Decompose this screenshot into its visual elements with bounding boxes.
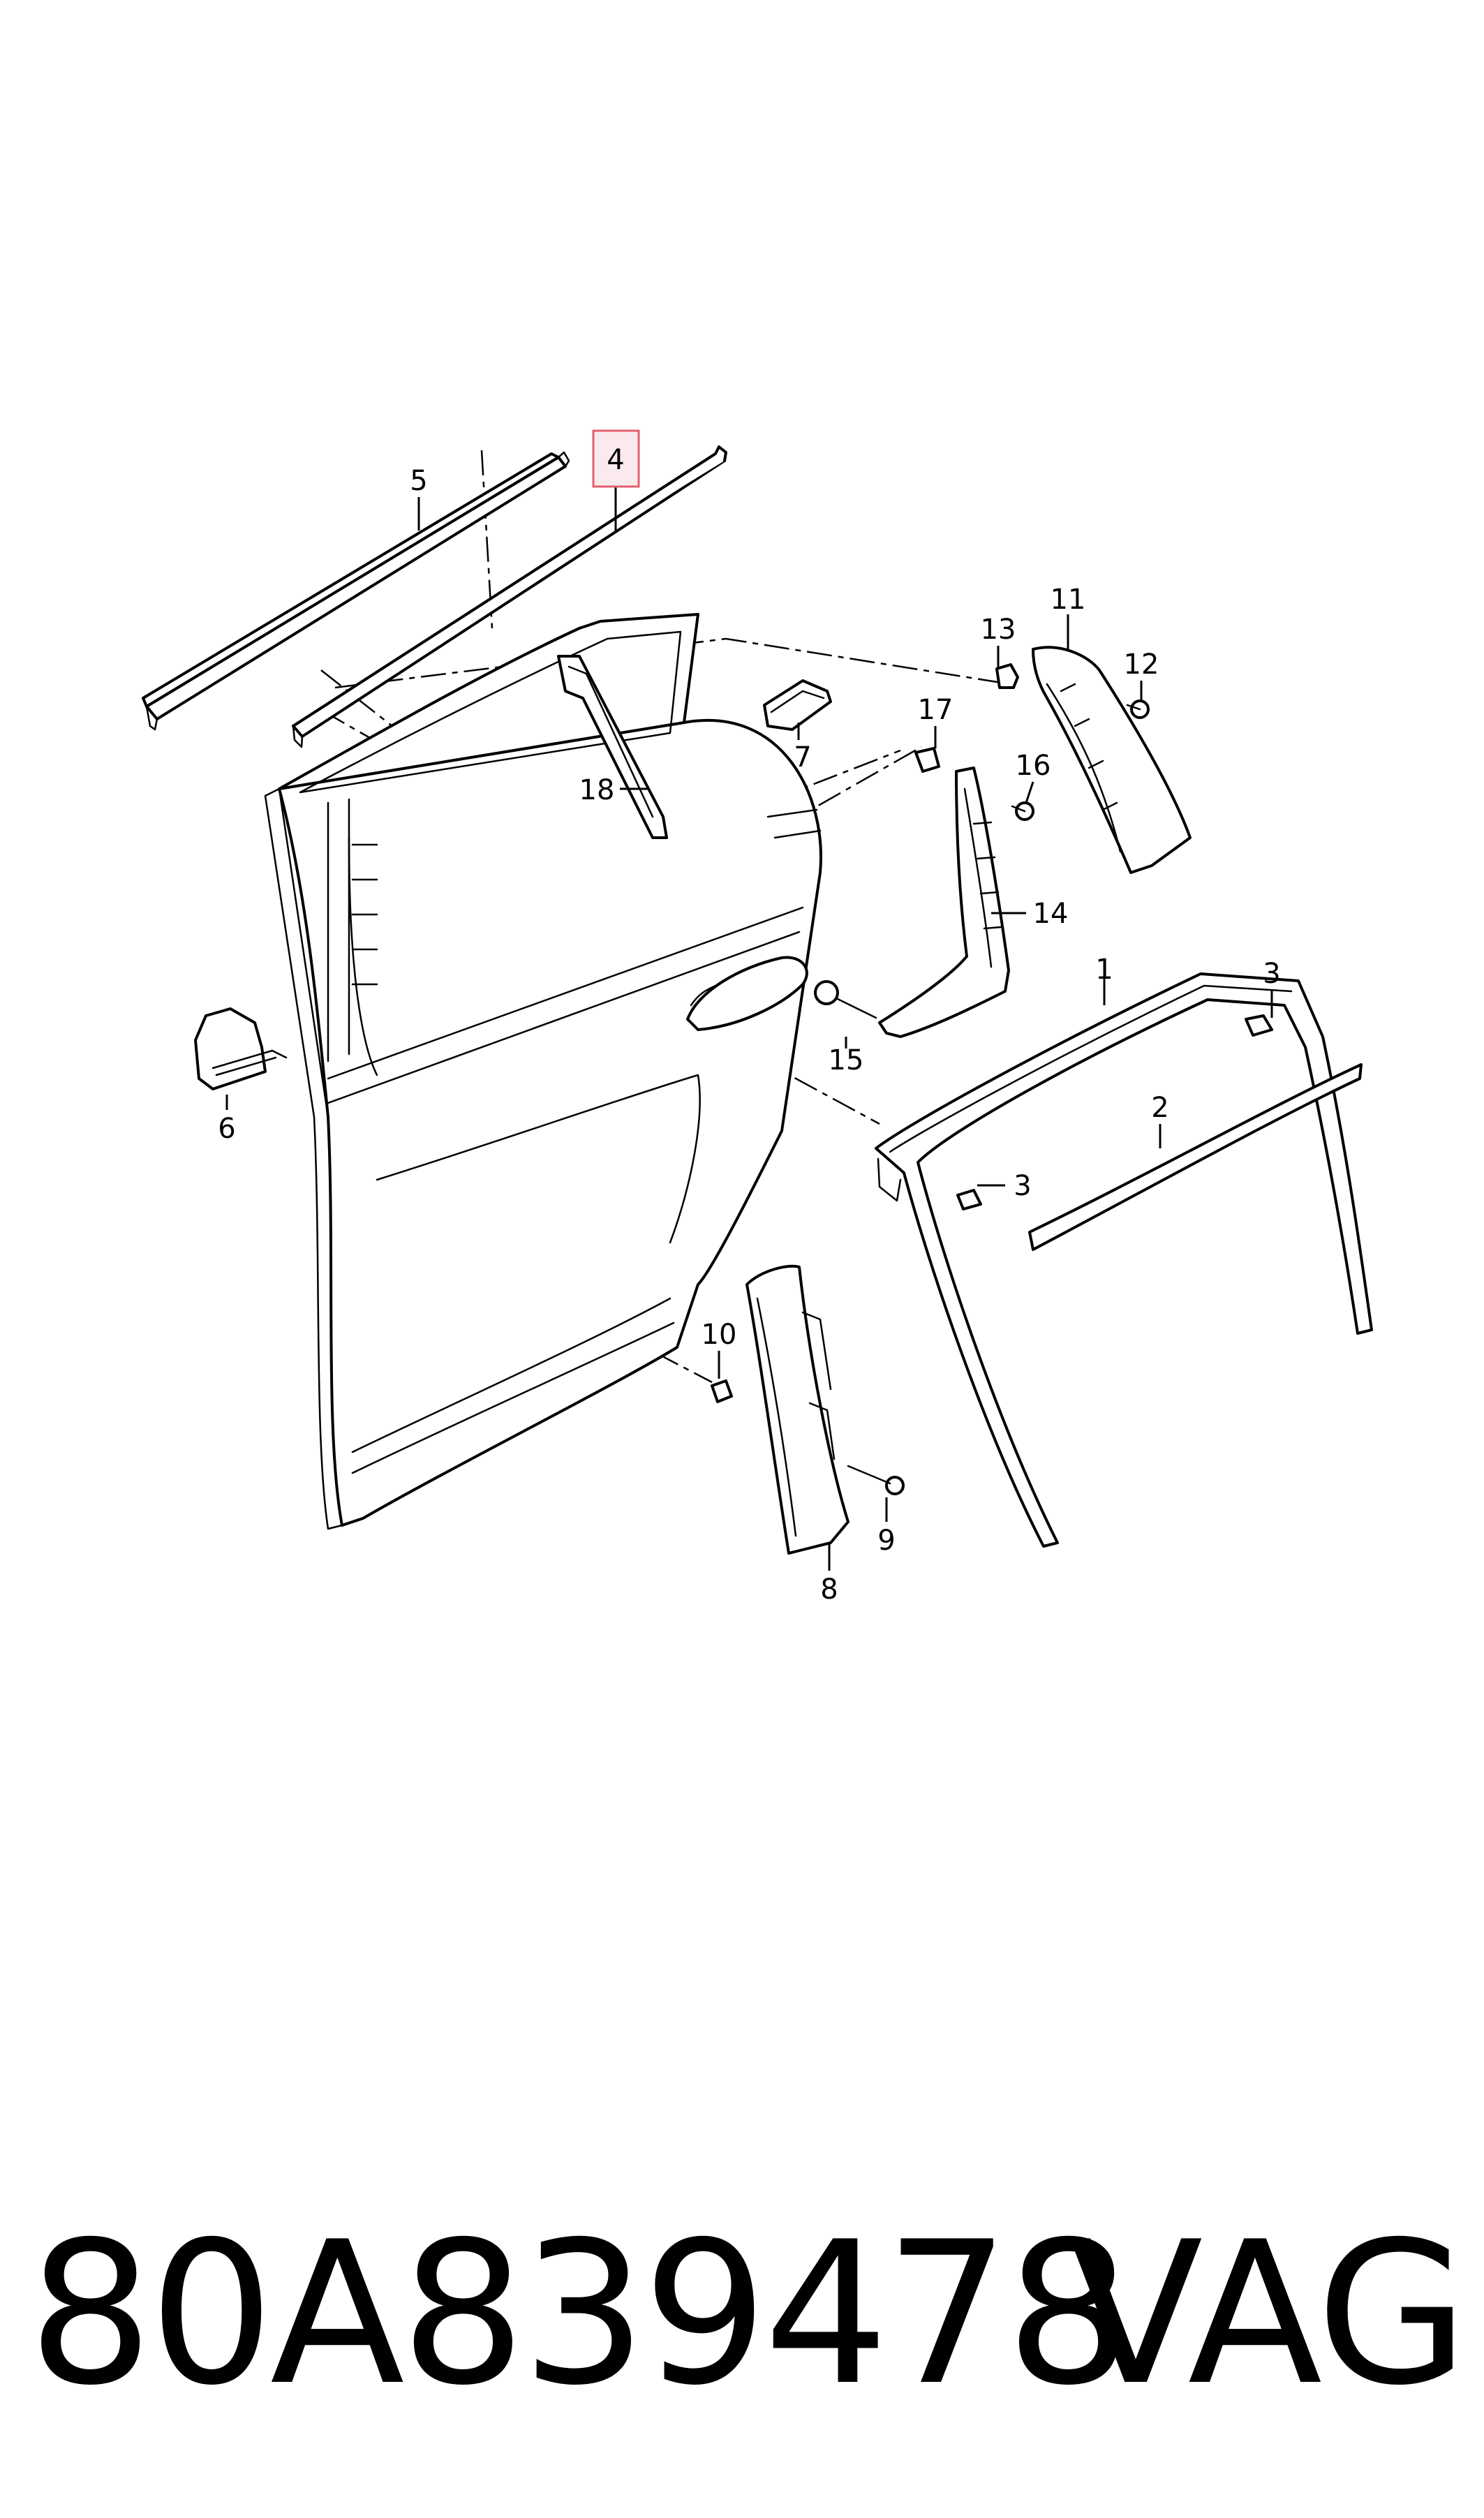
part-14-bracket [878, 766, 1010, 1038]
part-18-channel [557, 655, 668, 839]
part-15-screw [814, 980, 877, 1019]
part-10-clip [711, 1379, 733, 1403]
leader-lines [225, 487, 1273, 1571]
footer: 80A839478 VAG [28, 2199, 1469, 2429]
part-17-clip [914, 747, 940, 773]
callout-4: 4 [607, 444, 624, 476]
part-7-insert [763, 679, 832, 731]
callout-9: 9 [877, 1525, 895, 1557]
callout-2: 2 [1151, 1092, 1168, 1124]
callout-8: 8 [820, 1573, 838, 1606]
callout-18: 18 [579, 774, 615, 806]
part-9-screw [847, 1465, 905, 1495]
callout-11: 11 [1051, 584, 1086, 616]
part-2-strip [1028, 1063, 1363, 1251]
callout-17: 17 [918, 694, 954, 726]
highlight-box [592, 429, 640, 488]
part-8-pillar-trim [745, 1264, 849, 1555]
part-16-screw [1011, 801, 1034, 821]
callout-3-upper: 3 [1263, 958, 1280, 990]
callout-16: 16 [1016, 750, 1051, 782]
callout-15: 15 [829, 1044, 864, 1076]
callout-labels: 4 5 11 13 12 17 7 16 18 14 1 3 15 2 6 3 … [218, 429, 1281, 1606]
brand-name: VAG [1068, 2199, 1469, 2429]
part-13-clip [995, 663, 1019, 689]
part-11-trim [1032, 646, 1192, 874]
callout-14: 14 [1033, 898, 1069, 930]
callout-7: 7 [794, 741, 811, 773]
callout-3-lower: 3 [1014, 1170, 1031, 1202]
callout-12: 12 [1124, 649, 1159, 681]
callout-6: 6 [218, 1113, 235, 1145]
part-1-frame [875, 972, 1373, 1548]
part-number: 80A839478 [28, 2199, 1131, 2429]
callout-5: 5 [410, 465, 427, 497]
callout-13: 13 [981, 614, 1016, 646]
part-5-window-seal [142, 451, 570, 731]
part-12-screw [1126, 699, 1150, 719]
rear-door-shell [264, 613, 822, 1530]
parts-diagram: 4 5 11 13 12 17 7 16 18 14 1 3 15 2 6 3 … [142, 429, 1373, 1606]
callout-1: 1 [1095, 954, 1113, 986]
callout-10: 10 [702, 1319, 737, 1351]
part-3-clip-lower [956, 1189, 982, 1210]
part-3-clip-upper [1245, 1014, 1273, 1037]
part-6-bracket [194, 1007, 288, 1090]
